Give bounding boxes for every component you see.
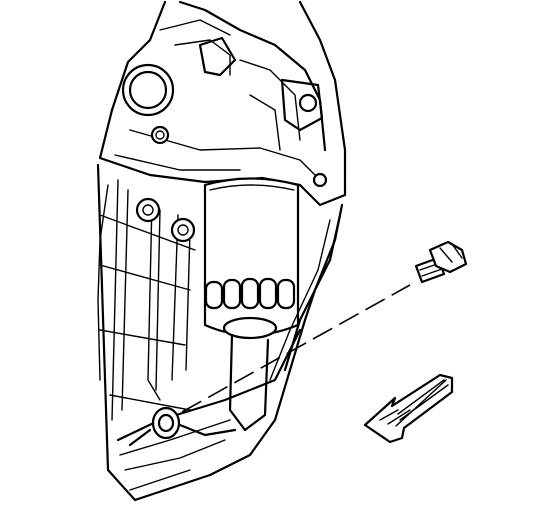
oil-filter: [203, 177, 300, 432]
oil-pan: [96, 163, 344, 502]
drain-opening: [128, 406, 181, 447]
engine-block: [97, 0, 347, 381]
filter-grip-ribs: [204, 277, 296, 310]
assembly-leader-line: [181, 284, 411, 413]
bolt-boss-icon: [150, 125, 170, 145]
drain-plug-bolt: [414, 240, 468, 284]
round-port: [121, 63, 175, 117]
direction-arrow-icon: [363, 373, 454, 444]
